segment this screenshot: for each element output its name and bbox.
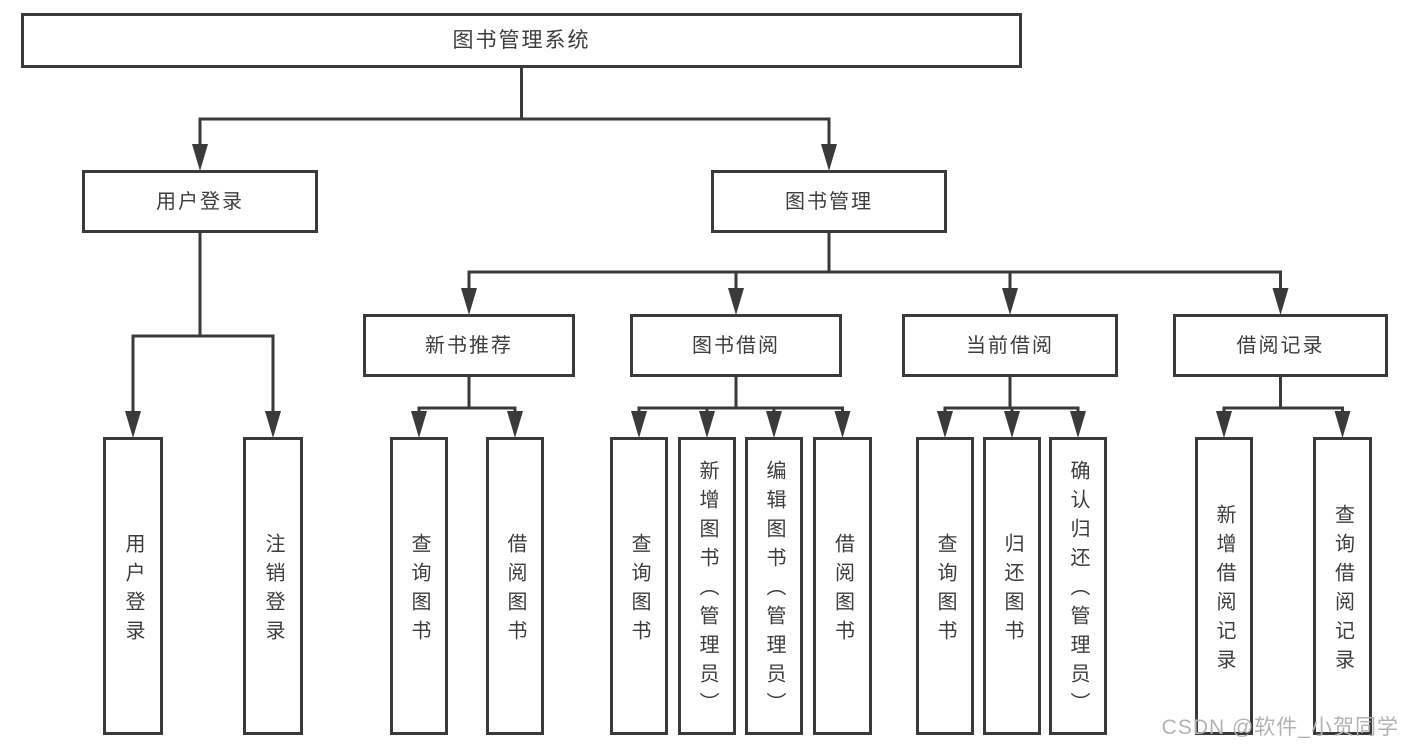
node-label: 查询借阅记录	[1331, 503, 1354, 678]
node-label: 归还图书	[1001, 532, 1023, 649]
node-book-mgmt: 图书管理	[711, 170, 947, 233]
node-label: 图书借阅	[692, 334, 780, 357]
node-cb-return-book: 归还图书	[983, 437, 1041, 735]
node-label: 注销登录	[262, 532, 284, 649]
node-root: 图书管理系统	[21, 13, 1022, 68]
node-bb-edit-book: 编辑图书（管理员）	[745, 437, 803, 735]
node-login: 用户登录	[103, 437, 163, 735]
node-new-book-rec: 新书推荐	[363, 314, 575, 377]
node-bb-add-book: 新增图书（管理员）	[678, 437, 736, 735]
csdn-watermark: CSDN @软件_小贺同学	[1161, 716, 1399, 739]
node-label: 图书管理系统	[452, 29, 591, 52]
node-book-borrow: 图书借阅	[630, 314, 842, 377]
node-cb-confirm-return: 确认归还（管理员）	[1049, 437, 1107, 735]
node-rec-query-book: 查询图书	[390, 437, 448, 735]
node-borrow-record: 借阅记录	[1173, 314, 1388, 377]
node-label: 确认归还（管理员）	[1067, 460, 1089, 721]
node-label: 新增图书（管理员）	[696, 460, 718, 721]
node-label: 新书推荐	[425, 334, 513, 357]
node-bb-borrow-book: 借阅图书	[813, 437, 872, 735]
node-current-borrow: 当前借阅	[902, 314, 1118, 377]
node-label: 借阅记录	[1236, 334, 1325, 357]
node-label: 图书管理	[785, 190, 873, 213]
node-br-add-record: 新增借阅记录	[1195, 437, 1253, 735]
node-cb-query-book: 查询图书	[916, 437, 974, 735]
node-label: 当前借阅	[966, 334, 1054, 357]
node-label: 用户登录	[156, 190, 244, 213]
node-label: 用户登录	[122, 532, 144, 649]
node-rec-borrow-book: 借阅图书	[486, 437, 544, 735]
node-label: 编辑图书（管理员）	[763, 460, 785, 721]
node-label: 查询图书	[628, 532, 650, 649]
node-bb-query-book: 查询图书	[610, 437, 668, 735]
node-user-login: 用户登录	[82, 170, 318, 233]
node-label: 查询图书	[934, 532, 956, 649]
node-label: 借阅图书	[504, 532, 526, 649]
node-label: 查询图书	[408, 532, 430, 649]
node-label: 借阅图书	[831, 532, 854, 649]
node-br-query-record: 查询借阅记录	[1313, 437, 1372, 735]
node-logout: 注销登录	[243, 437, 303, 735]
node-label: 新增借阅记录	[1213, 503, 1235, 678]
